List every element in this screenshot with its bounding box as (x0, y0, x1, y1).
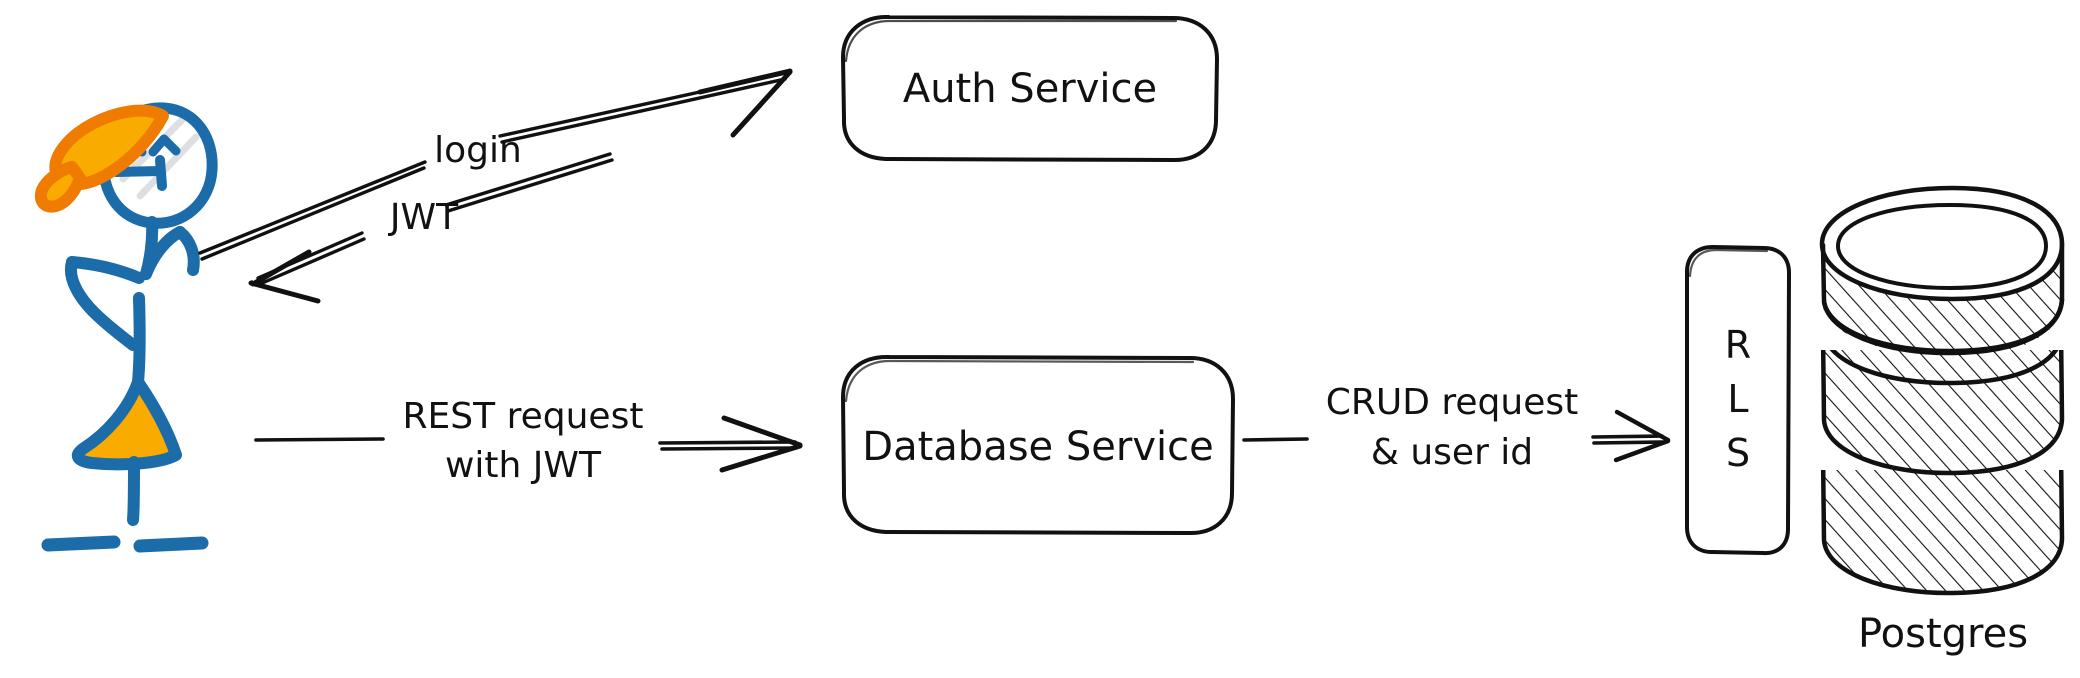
postgres-label: Postgres (1858, 611, 2028, 657)
database-service-label: Database Service (862, 424, 1213, 470)
user-stick-figure (34, 102, 218, 553)
database-service-box (841, 354, 1235, 536)
left-forearm-icon (64, 256, 139, 351)
crud-edge-label-line2: & user id (1371, 432, 1533, 473)
rest-edge (254, 415, 803, 473)
db-disc-middle (1818, 327, 2068, 476)
database-service-node[interactable]: Database Service (841, 354, 1235, 536)
crud-edge (1242, 409, 1671, 463)
rls-letter-r: R (1725, 323, 1751, 367)
left-arm-icon (66, 256, 145, 284)
auth-service-node[interactable]: Auth Service (841, 14, 1219, 163)
auth-service-box-sketch (844, 19, 1178, 63)
db-disc-top (1818, 185, 2068, 356)
login-edge (198, 68, 793, 261)
database-service-box-sketch (844, 359, 1195, 403)
crud-edge-line-b (1592, 440, 1665, 445)
rls-node[interactable]: R L S (1685, 245, 1791, 556)
leg-icon (127, 456, 140, 526)
jwt-edge-label: JWT (388, 197, 459, 238)
rest-edge-label-line1: REST request (403, 396, 644, 437)
rls-letter-s: S (1726, 431, 1750, 475)
smile-icon (111, 155, 167, 191)
auth-service-label: Auth Service (903, 66, 1157, 112)
rls-box (1685, 245, 1791, 556)
crud-edge-label-line1: CRUD request (1326, 382, 1579, 423)
auth-service-box (841, 14, 1219, 163)
rest-edge-label-line2: with JWT (445, 445, 602, 486)
spine-icon (132, 292, 146, 388)
hat-tail-icon (34, 161, 86, 213)
skirt-icon (71, 376, 182, 471)
rls-box-sketch (1688, 248, 1769, 278)
rls-letter-l: L (1727, 377, 1748, 421)
login-edge-label: login (434, 130, 522, 171)
db-disc-bottom (1820, 447, 2065, 596)
jwt-edge (248, 152, 614, 304)
right-forearm-icon (174, 226, 200, 276)
feet-icon (41, 535, 209, 553)
postgres-node[interactable]: Postgres (1815, 180, 2070, 657)
